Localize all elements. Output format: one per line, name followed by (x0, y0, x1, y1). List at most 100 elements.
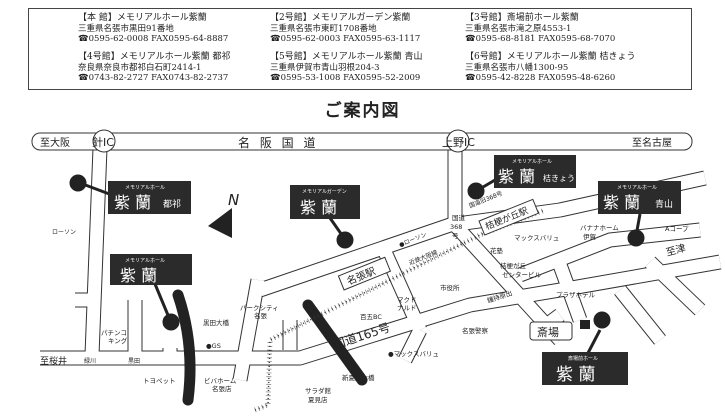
svg-text:紫 蘭: 紫 蘭 (556, 365, 595, 385)
hall-name: 【6号館】メモリアルホール紫蘭 桔きょう (465, 52, 636, 62)
river-yada (302, 299, 368, 386)
building-aoyama[interactable]: メモリアルホール 紫 蘭 青山 (598, 181, 681, 214)
label-plaza: プラザホテル (556, 291, 596, 299)
building-kikyo[interactable]: メモリアルホール 紫 蘭 桔きょう (494, 155, 576, 188)
label-hyakugo: 百五BC (360, 313, 382, 321)
pin-saijo (593, 311, 611, 329)
hall-name: 【3号館】斎場前ホール紫蘭 (465, 13, 579, 23)
label-maxvalu-2: マックスバリュ (514, 234, 559, 242)
river-nabari (172, 289, 196, 406)
hall-5: 【5号館】メモリアルホール紫蘭 青山 三重県伊賀市青山羽根204-3 ☎0595… (270, 52, 423, 84)
label-lawson: ローソン (52, 229, 76, 236)
hall-fax: FAX0595-63-1117 (343, 34, 421, 44)
label-shin-natsumi: 新夏見大橋 (342, 373, 375, 382)
hall-tel: ☎0595-42-8228 (465, 73, 536, 83)
label-salad-1: サラダ館 (305, 386, 332, 395)
svg-text:紫 蘭: 紫 蘭 (114, 193, 151, 212)
label-to-tsu: 至津 (665, 242, 687, 259)
station-kikyogaoka: 桔梗が丘駅 (478, 198, 540, 236)
interchange-ueno (446, 129, 470, 153)
hall-tel: ☎0595-53-1008 (270, 73, 341, 83)
hall-name: 【2号館】メモリアルガーデン紫蘭 (270, 13, 411, 23)
svg-text:紫 蘭: 紫 蘭 (120, 266, 157, 285)
svg-text:メモリアルホール: メモリアルホール (617, 185, 657, 191)
label-banana-1: バナナホーム (580, 224, 619, 232)
hall-address: 三重県名張市東町1708番地 (270, 23, 377, 34)
hall-4: 【4号館】メモリアルホール紫蘭 都祁 奈良県奈良市都祁白石町2414-1 ☎07… (78, 52, 231, 84)
building-saijo[interactable]: 斎場前ホール 紫 蘭 (542, 352, 628, 385)
hall-directory (28, 8, 692, 90)
label-meihan-kokudo: 名 阪 国 道 (238, 135, 318, 150)
svg-text:都祁: 都祁 (163, 198, 181, 210)
label-kuroda-bridge: 黒田大橋 (203, 318, 230, 327)
label-saijo: 斎場 (537, 325, 559, 339)
svg-text:斎場前ホール: 斎場前ホール (568, 355, 598, 362)
pin-garden (336, 231, 354, 249)
svg-text:紫 蘭: 紫 蘭 (603, 193, 640, 212)
hall-honkan: 【本 館】メモリアルホール紫蘭 三重県名張市黒田91番地 ☎0595-62-00… (78, 13, 228, 45)
hall-fax: FAX0595-64-8887 (151, 34, 229, 44)
label-banana-2: 伊賀 (583, 232, 597, 241)
label-hari-ic: 針IC (92, 135, 114, 149)
label-to-osaka: 至大阪 (40, 136, 70, 149)
north-label: N (228, 191, 239, 209)
label-maxvalu-1: ●マックスバリュ (388, 350, 439, 358)
page-title: ご案内図 (324, 101, 401, 121)
railway-ties (254, 207, 546, 413)
label-pachinko-2: キング (108, 336, 128, 345)
label-police: 名張警察 (462, 326, 489, 335)
pin-tsuge (69, 174, 87, 192)
label-mcd-2: ナルド (397, 304, 417, 312)
label-park-1: パークシティ (240, 304, 279, 312)
hall-tel: ☎0595-62-0008 (78, 34, 149, 44)
label-r368-c: 号 (452, 232, 459, 240)
label-to-nagoya: 至名古屋 (632, 136, 672, 149)
svg-text:メモリアルホール: メモリアルホール (512, 159, 552, 165)
label-park-2: 名張 (254, 311, 268, 320)
label-acoop: Aコープ (665, 225, 689, 233)
hall-address: 三重県伊賀市青山羽根204-3 (270, 62, 380, 73)
svg-text:紫 蘭: 紫 蘭 (498, 167, 535, 186)
hall-pointers (69, 174, 645, 354)
label-biva-1: ビバホーム (204, 376, 237, 385)
highway-meihan (31, 132, 693, 151)
label-r165: 国道165号 (332, 320, 392, 352)
hall-3: 【3号館】斎場前ホール紫蘭 三重県名張市滝之原4553-1 ☎0595-68-8… (465, 13, 615, 45)
svg-text:メモリアルホール: メモリアルホール (125, 185, 165, 191)
label-hanazono: 花塾 (490, 246, 504, 255)
railway-kintetsu (254, 209, 546, 411)
hall-fax: FAX0595-68-7070 (538, 34, 616, 44)
hall-fax: FAX0743-82-2737 (151, 73, 229, 83)
svg-text:桔きょう: 桔きょう (543, 173, 575, 183)
pin-kikyo (467, 182, 485, 200)
hall-6: 【6号館】メモリアルホール紫蘭 桔きょう 三重県名張市八幡1300-95 ☎05… (465, 52, 636, 84)
pin-honkan (162, 313, 180, 331)
saijo-marker (529, 321, 573, 341)
hall-tel: ☎0595-68-8181 (465, 34, 536, 44)
pin-aoyama (627, 229, 645, 247)
interchange-hari (92, 129, 116, 153)
svg-text:青山: 青山 (655, 198, 673, 210)
north-arrow-icon (208, 208, 232, 238)
hall-tel: ☎0595-62-0003 (270, 34, 341, 44)
hall-name: 【本 館】メモリアルホール紫蘭 (78, 13, 207, 23)
hall-name: 【5号館】メモリアルホール紫蘭 青山 (270, 52, 423, 62)
label-shiyakusho: 市役所 (440, 283, 460, 292)
building-garden[interactable]: メモリアルガーデン 紫 蘭 (290, 185, 360, 219)
building-honkan[interactable]: メモリアルホール 紫 蘭 (110, 254, 192, 285)
hall-address: 三重県名張市滝之原4553-1 (465, 23, 572, 34)
label-salad-2: 夏見店 (308, 395, 328, 404)
svg-text:メモリアルガーデン: メモリアルガーデン (302, 188, 347, 195)
label-r368-b: 368 (450, 223, 462, 231)
hall-address: 三重県名張市黒田91番地 (78, 23, 174, 34)
label-pachinko-1: パチンコ (101, 329, 127, 337)
hall-tel: ☎0743-82-2727 (78, 73, 149, 83)
label-toyopet: トヨペット (143, 377, 176, 385)
hall-fax: FAX0595-48-6260 (538, 73, 616, 83)
hall-2: 【2号館】メモリアルガーデン紫蘭 三重県名張市東町1708番地 ☎0595-62… (270, 13, 420, 45)
building-tsuge[interactable]: メモリアルホール 紫 蘭 都祁 (108, 181, 191, 214)
hall-name: 【4号館】メモリアルホール紫蘭 都祁 (78, 52, 231, 62)
hall-fax: FAX0595-52-2009 (343, 73, 421, 83)
label-biva-2: 名張店 (212, 384, 232, 393)
